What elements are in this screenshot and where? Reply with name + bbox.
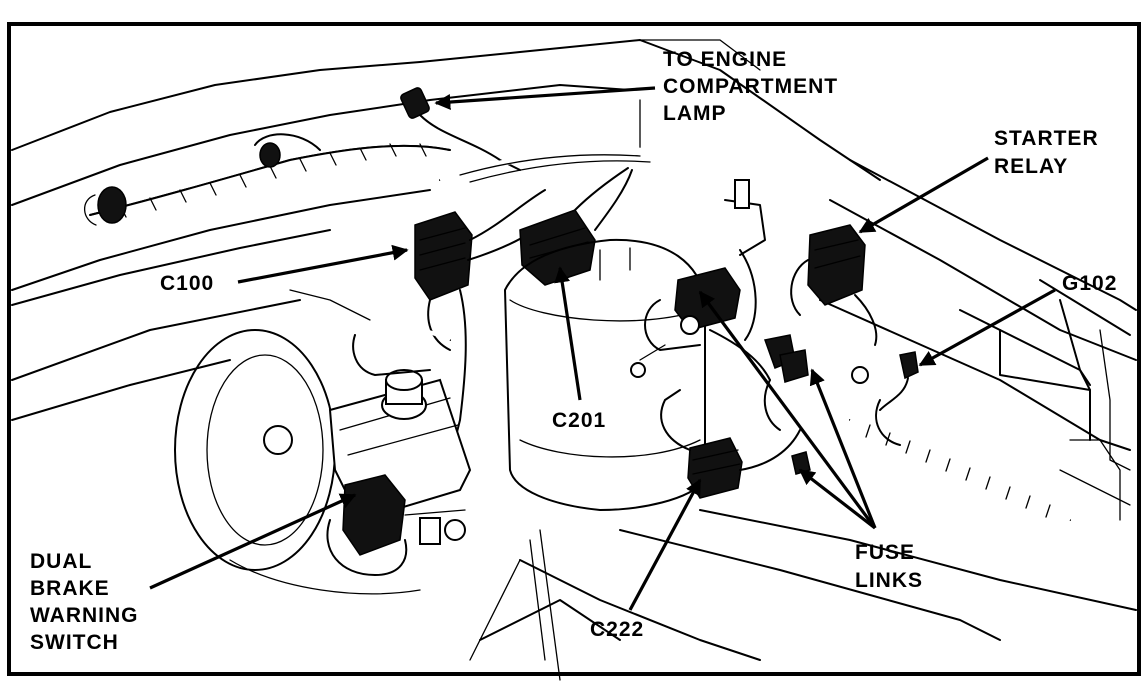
label-g102: G102 [1062, 272, 1117, 295]
label-starter-relay: STARTER RELAY [994, 127, 1105, 178]
label-dual-brake-line-1: DUAL [30, 550, 92, 573]
arrow-engine-lamp [434, 86, 656, 110]
callout-labels: TO ENGINE COMPARTMENT LAMP STARTER RELAY… [30, 48, 1117, 654]
label-engine-lamp-line-1: TO ENGINE [663, 48, 787, 71]
label-c222: C222 [590, 618, 644, 641]
arrow-g102 [918, 288, 1056, 367]
arrow-c201 [554, 266, 582, 401]
diagram-frame [7, 22, 1141, 676]
arrow-fuse-links-2 [809, 368, 877, 529]
label-c100: C100 [160, 272, 214, 295]
arrow-c222 [628, 478, 702, 611]
label-fuse-links-line-2: LINKS [855, 569, 923, 592]
callout-arrows [149, 86, 1056, 611]
arrow-dual-brake [149, 493, 357, 590]
engine-illustration [11, 39, 1137, 681]
label-engine-lamp: TO ENGINE COMPARTMENT LAMP [663, 48, 845, 125]
arrow-fuse-links-1 [698, 290, 877, 529]
label-engine-lamp-line-2: COMPARTMENT [663, 75, 838, 98]
label-dual-brake-line-2: BRAKE [30, 577, 110, 600]
label-starter-relay-line-2: RELAY [994, 155, 1068, 178]
label-fuse-links: FUSE LINKS [855, 541, 923, 592]
label-starter-relay-line-1: STARTER [994, 127, 1099, 150]
arrow-c100 [237, 244, 409, 284]
label-dual-brake-line-4: SWITCH [30, 631, 119, 654]
arrow-fuse-links-3 [798, 468, 876, 530]
arrow-starter-relay [858, 156, 989, 234]
label-fuse-links-line-1: FUSE [855, 541, 915, 564]
label-engine-lamp-line-3: LAMP [663, 102, 727, 125]
label-c201: C201 [552, 409, 606, 432]
label-dual-brake: DUAL BRAKE WARNING SWITCH [30, 550, 145, 654]
label-dual-brake-line-3: WARNING [30, 604, 139, 627]
